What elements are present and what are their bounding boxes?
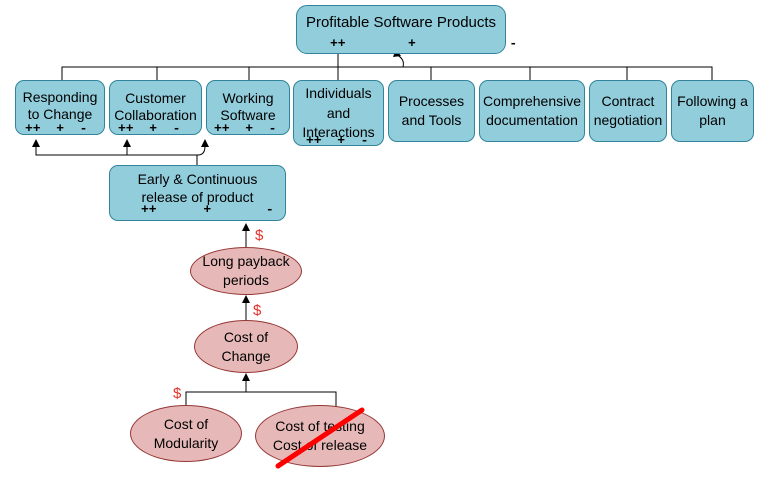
cause-label: Change xyxy=(221,347,271,364)
arrowhead-responding xyxy=(32,139,40,147)
cause-long-payback-periods: Long payback periods xyxy=(190,247,302,295)
root-label: Profitable Software Products xyxy=(305,14,497,31)
connector-bus-mid xyxy=(156,67,628,80)
arrowhead-change xyxy=(242,373,250,381)
arrowhead-working xyxy=(201,139,209,147)
value-marks: ++ + - xyxy=(118,121,181,136)
value-label: Individuals xyxy=(305,85,372,101)
value-contract-negotiation: Contract negotiation xyxy=(589,80,667,142)
connector-release-stub xyxy=(126,146,198,165)
value-label: Working xyxy=(222,90,274,106)
value-customer-collaboration: Customer Collaboration xyxy=(109,80,202,135)
value-label: to Change xyxy=(27,106,93,122)
value-following-a-plan: Following a plan xyxy=(671,80,754,142)
release-label: Early & Continuous xyxy=(137,171,258,187)
value-responding-to-change: Responding to Change xyxy=(15,80,105,135)
value-label: Following a xyxy=(677,93,748,109)
cause-label: periods xyxy=(223,272,269,288)
cause-label: Long payback xyxy=(202,253,290,269)
value-label: Collaboration xyxy=(114,107,197,123)
value-label: plan xyxy=(699,112,726,128)
cause-label: Cost of xyxy=(223,328,269,345)
value-label: Interactions xyxy=(302,124,375,140)
value-label: and Tools xyxy=(401,112,462,128)
value-individuals-and-interactions: Individuals and Interactions xyxy=(293,80,384,146)
release-node: Early & Continuous release of product xyxy=(109,165,286,221)
value-label: Responding xyxy=(22,89,98,105)
cost-marker: $ xyxy=(253,302,262,319)
value-label: documentation xyxy=(486,112,578,128)
value-label: and xyxy=(326,105,351,121)
cause-cost-of-modularity: Cost of Modularity xyxy=(130,405,242,462)
connector-root-bus xyxy=(61,66,713,80)
value-label: Customer xyxy=(125,90,186,106)
cause-label: Cost of xyxy=(163,415,209,432)
cause-label: Modularity xyxy=(153,434,219,451)
cause-cost-of-testing-and-release: Cost of testing Cost of release xyxy=(255,405,385,467)
root-node: Profitable Software Products xyxy=(296,5,506,54)
release-label: release of product xyxy=(141,189,254,205)
value-comprehensive-documentation: Comprehensive documentation xyxy=(479,80,585,142)
value-working-software: Working Software xyxy=(206,80,290,135)
arrowhead-payback xyxy=(242,295,250,303)
arrowhead-collaboration xyxy=(123,139,131,147)
value-marks: ++ + - xyxy=(214,121,277,136)
connector-release-bus xyxy=(35,145,206,156)
value-label: Contract xyxy=(601,93,655,109)
connector-causes-to-change xyxy=(185,380,337,407)
cause-label: Cost of release xyxy=(272,437,368,453)
release-marks: ++ + - xyxy=(141,202,274,217)
value-marks: ++ + - xyxy=(306,133,369,148)
cost-marker: $ xyxy=(173,385,182,402)
strike-through-mark xyxy=(275,407,365,469)
arrowhead-release xyxy=(242,223,250,231)
cause-cost-of-change: Cost of Change xyxy=(194,320,298,373)
value-label: Comprehensive xyxy=(482,93,582,109)
value-label: Processes xyxy=(398,93,465,109)
root-marks: ++ + - xyxy=(330,36,518,51)
cost-marker: $ xyxy=(255,227,264,244)
value-label: negotiation xyxy=(593,112,663,128)
value-label: Software xyxy=(220,107,276,123)
value-marks: ++ + - xyxy=(25,121,88,136)
value-processes-and-tools: Processes and Tools xyxy=(388,80,475,142)
